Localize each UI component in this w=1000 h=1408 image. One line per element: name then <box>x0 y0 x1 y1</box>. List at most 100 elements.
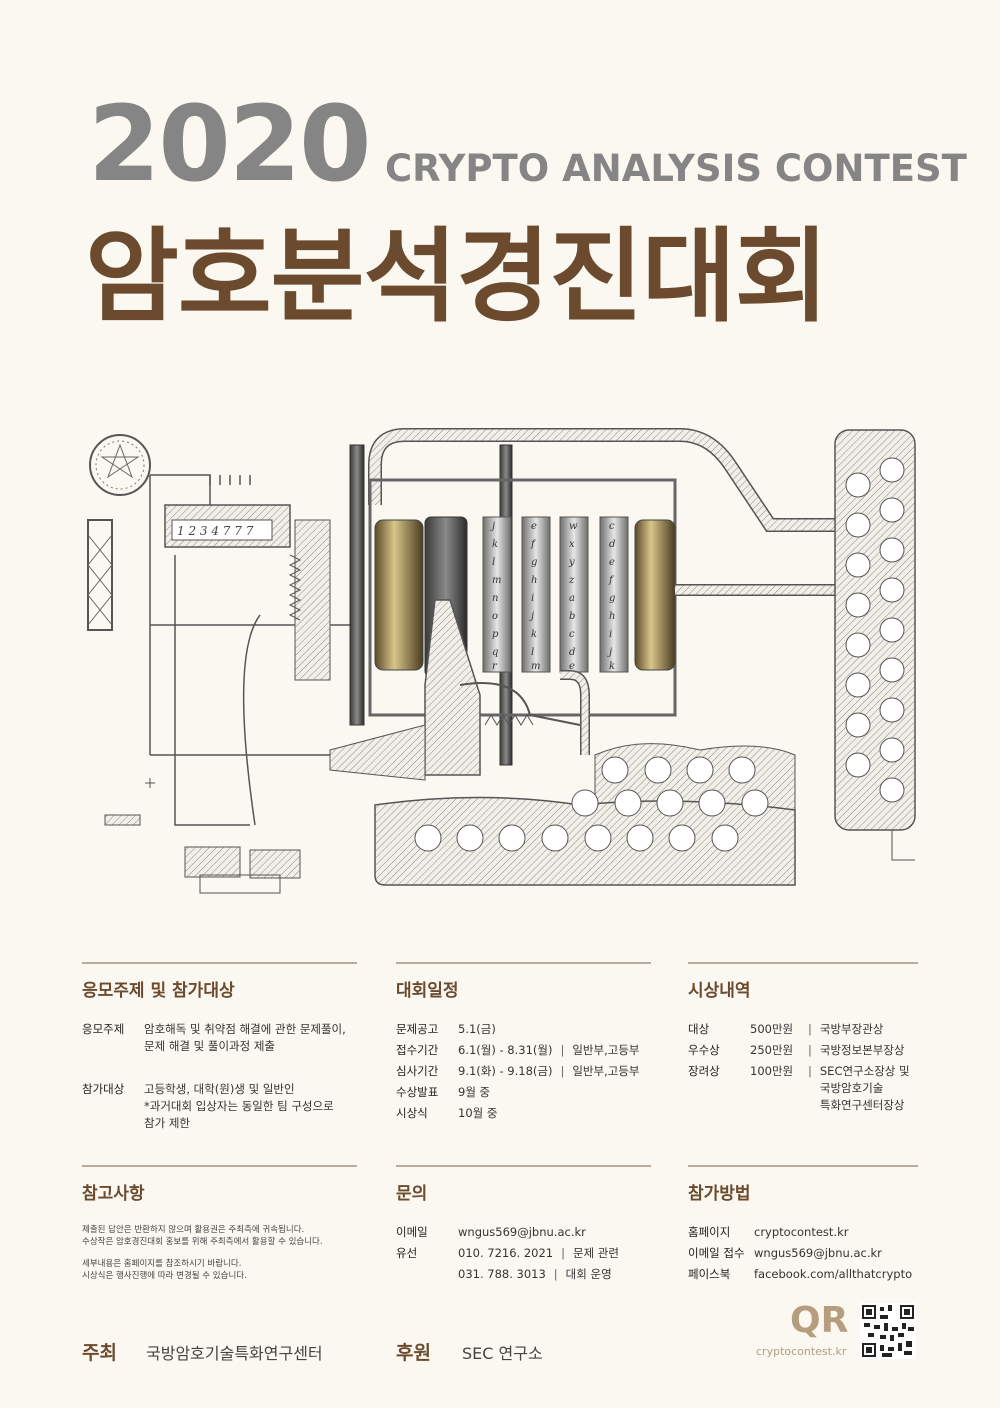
host-label: 주최 <box>82 1342 117 1364</box>
row-key: 페이스북 <box>688 1267 731 1281</box>
divider: | <box>808 1022 812 1036</box>
svg-text:c: c <box>569 629 575 640</box>
row-extra: 일반부,고등부 <box>572 1064 640 1078</box>
qr-url[interactable]: cryptocontest.kr <box>756 1345 847 1358</box>
topic-row: 응모주제 암호해독 및 취약점 해결에 관한 문제풀이, 문제 해결 및 풀이과… <box>82 1021 357 1055</box>
spring-left <box>288 519 331 681</box>
row-key: 이메일 <box>396 1225 428 1239</box>
notes-paragraph: 제출된 답안은 반환하지 않으며 활용권은 주최측에 귀속됩니다. 수상작은 암… <box>82 1225 323 1247</box>
bottom-spools <box>104 778 301 894</box>
row-key: 접수기간 <box>396 1043 439 1057</box>
svg-text:h: h <box>609 611 615 622</box>
section-heading: 문의 <box>396 1184 428 1204</box>
section-divider <box>688 1165 918 1167</box>
facebook-link[interactable]: facebook.com/allthatcrypto <box>754 1267 913 1281</box>
svg-text:k: k <box>609 661 615 672</box>
section-divider <box>396 1165 651 1167</box>
svg-text:l: l <box>531 647 534 658</box>
section-topic: 응모주제 및 참가대상 응모주제 암호해독 및 취약점 해결에 관한 문제풀이,… <box>82 962 357 1136</box>
korean-title: 암호분석경진대회 <box>85 218 829 337</box>
eligibility-row: 참가대상 고등학생, 대학(원)생 및 일반인 *과거대회 입상자는 동일한 팀… <box>82 1081 357 1132</box>
section-heading: 시상내역 <box>688 981 751 1001</box>
svg-text:i: i <box>531 593 534 604</box>
svg-text:h: h <box>531 575 537 586</box>
section-heading: 응모주제 및 참가대상 <box>82 981 235 1001</box>
row-value: 암호해독 및 취약점 해결에 관한 문제풀이, 문제 해결 및 풀이과정 제출 <box>144 1022 346 1053</box>
svg-text:e: e <box>569 661 575 672</box>
row-key: 유선 <box>396 1246 418 1260</box>
section-divider <box>396 962 651 964</box>
section-heading: 대회일정 <box>396 981 459 1001</box>
method-row: 페이스북 facebook.com/allthatcrypto <box>688 1266 918 1283</box>
email-link[interactable]: wngus569@jbnu.ac.kr <box>458 1225 586 1239</box>
method-row: 이메일 접수 wngus569@jbnu.ac.kr <box>688 1245 918 1262</box>
svg-text:d: d <box>569 647 575 658</box>
section-heading: 참가방법 <box>688 1184 751 1204</box>
row-value: 고등학생, 대학(원)생 및 일반인 *과거대회 입상자는 동일한 팀 구성으로… <box>144 1082 334 1130</box>
svg-text:o: o <box>492 611 498 622</box>
schedule-row: 심사기간 9.1(화) - 9.18(금) | 일반부,고등부 <box>396 1063 651 1080</box>
section-contact: 문의 이메일 wngus569@jbnu.ac.kr 유선 010. 7216. 2… <box>396 1165 651 1287</box>
row-value: 10월 중 <box>458 1106 498 1120</box>
svg-text:1 2 3 4 7 7 7: 1 2 3 4 7 7 7 <box>177 524 254 538</box>
svg-text:k: k <box>492 539 498 550</box>
contact-row: 031. 788. 3013|대회 운영 <box>396 1266 651 1283</box>
row-key: 참가대상 <box>82 1082 125 1096</box>
row-key: 문제공고 <box>396 1022 439 1036</box>
homepage-link[interactable]: cryptocontest.kr <box>754 1225 849 1239</box>
svg-text:e: e <box>609 557 615 568</box>
sponsor-name: SEC 연구소 <box>462 1344 543 1363</box>
email-link[interactable]: wngus569@jbnu.ac.kr <box>754 1246 882 1260</box>
contact-row: 이메일 wngus569@jbnu.ac.kr <box>396 1224 651 1241</box>
left-coil <box>87 519 113 631</box>
award-amount: 250만원 <box>750 1043 794 1057</box>
divider: | <box>560 1064 565 1078</box>
svg-text:f: f <box>530 539 537 550</box>
row-key: 시상식 <box>396 1106 428 1120</box>
svg-text:x: x <box>569 539 575 550</box>
phone-number: 010. 7216. 2021 <box>458 1246 554 1260</box>
svg-text:g: g <box>531 557 537 568</box>
schedule-row: 시상식 10월 중 <box>396 1105 651 1122</box>
svg-text:j: j <box>490 521 495 532</box>
row-key: 수상발표 <box>396 1085 439 1099</box>
row-key: 심사기간 <box>396 1064 439 1078</box>
svg-text:j: j <box>607 647 612 658</box>
qr-code-icon[interactable] <box>860 1303 916 1359</box>
row-key: 우수상 <box>688 1043 720 1057</box>
award-amount: 500만원 <box>750 1022 794 1036</box>
svg-text:i: i <box>609 629 612 640</box>
svg-text:z: z <box>568 575 575 586</box>
svg-text:k: k <box>531 629 537 640</box>
svg-text:g: g <box>609 593 615 604</box>
row-key: 이메일 접수 <box>688 1246 745 1260</box>
divider: | <box>808 1064 812 1078</box>
compass-dial <box>89 434 151 496</box>
divider: | <box>808 1043 812 1057</box>
lever-arm <box>329 599 590 781</box>
year-title: 2020 <box>88 83 371 205</box>
svg-text:r: r <box>492 661 498 672</box>
upper-pipe <box>368 428 835 532</box>
svg-text:j: j <box>529 611 534 622</box>
row-key <box>396 1266 458 1283</box>
divider: | <box>561 1246 565 1260</box>
award-amount: 100만원 <box>750 1064 794 1078</box>
svg-text:p: p <box>492 629 499 640</box>
row-key: 대상 <box>688 1022 710 1036</box>
row-value: 9.1(화) - 9.18(금) <box>458 1064 553 1078</box>
row-key: 응모주제 <box>82 1022 125 1036</box>
divider: | <box>553 1267 558 1281</box>
section-divider <box>688 962 918 964</box>
divider: | <box>560 1043 565 1057</box>
host-name: 국방암호기술특화연구센터 <box>146 1344 323 1363</box>
svg-text:m: m <box>531 661 540 672</box>
